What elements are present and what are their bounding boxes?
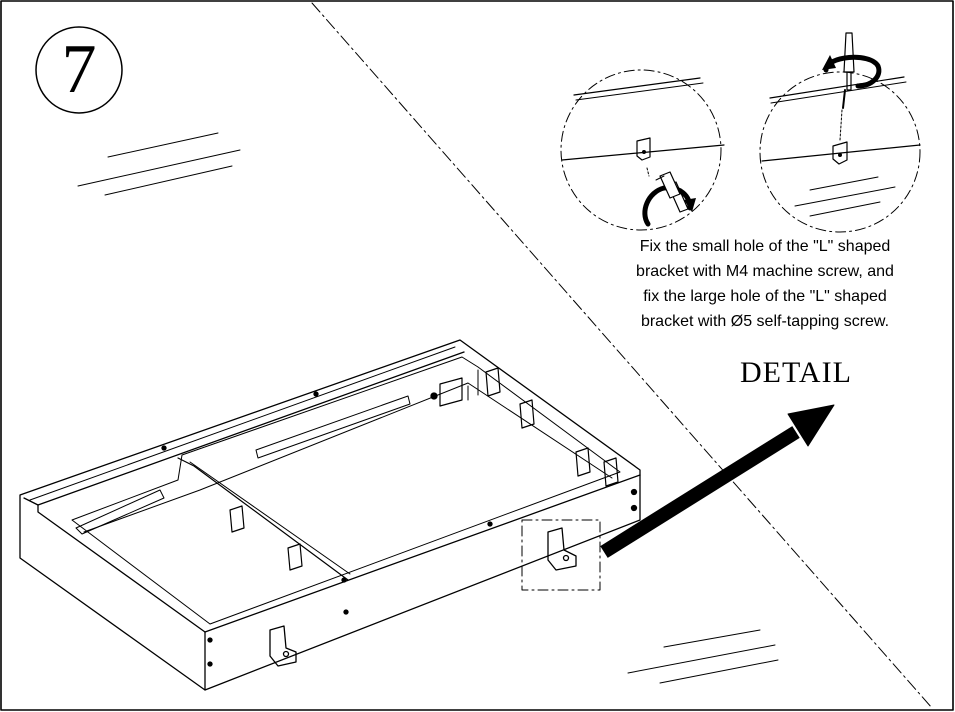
furniture-frame-tray [19,339,641,691]
instruction-line: Fix the small hole of the "L" shaped [639,238,891,255]
instruction-line: bracket with Ø5 self-tapping screw. [640,313,890,330]
instruction-line: fix the large hole of the "L" shaped [643,288,887,305]
reflection-lines-top-left [77,132,241,196]
detail-arrow [600,404,835,558]
detail-label: DETAIL [740,356,852,389]
detail-marker-box [521,519,601,591]
step-number-circle [35,26,123,114]
detail-divider-line [311,2,933,709]
detail-view-self-tapping-screw [759,32,921,233]
reflection-lines-bottom-right [627,629,779,684]
step-number: 7 [61,31,97,108]
instruction-text: Fix the small hole of the "L" shaped bra… [585,234,945,334]
instruction-line: bracket with M4 machine screw, and [636,263,894,280]
detail-view-machine-screw [560,69,725,231]
